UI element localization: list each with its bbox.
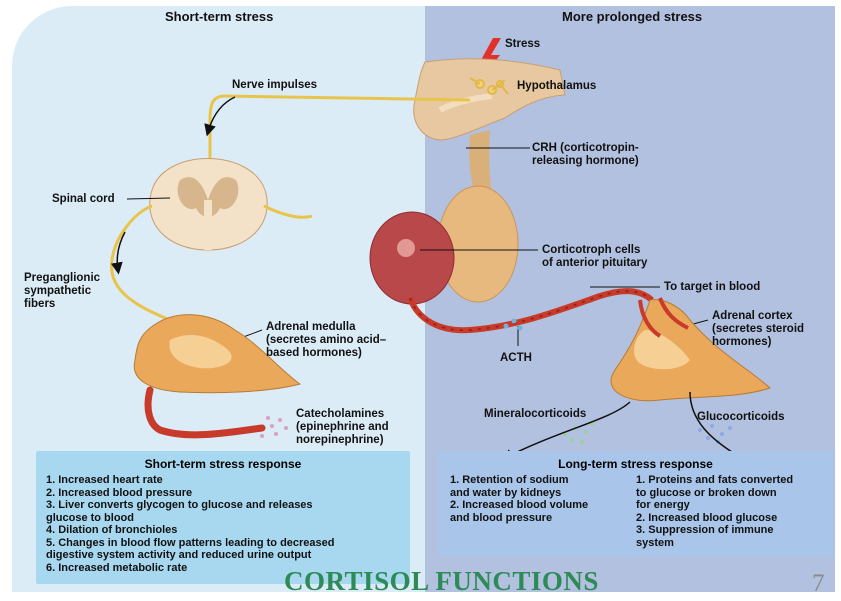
label-mineralocorticoids: Mineralocorticoids xyxy=(484,408,586,421)
list-item: 1. Proteins and fats converted to glucos… xyxy=(636,474,793,512)
list-item: 3. Liver converts glycogen to glucose an… xyxy=(46,499,335,524)
anterior-pituitary xyxy=(370,212,454,304)
spinal-cord-icon xyxy=(150,159,267,251)
label-glucocorticoids: Glucocorticoids xyxy=(697,411,785,424)
label-spinal-cord: Spinal cord xyxy=(52,193,115,206)
list-item: 2. Increased blood volume and blood pres… xyxy=(450,499,588,524)
short-term-response-box: Short-term stress response 1. Increased … xyxy=(36,451,410,584)
label-adrenal-medulla: Adrenal medulla (secretes amino acid– ba… xyxy=(266,321,386,360)
long-term-response-box: Long-term stress response 1. Retention o… xyxy=(438,451,833,556)
list-item: 5. Changes in blood flow patterns leadin… xyxy=(46,537,335,562)
label-catecholamines: Catecholamines (epinephrine and norepine… xyxy=(296,408,389,447)
label-corticotroph-cells: Corticotroph cells of anterior pituitary xyxy=(542,244,647,270)
label-acth: ACTH xyxy=(500,352,532,365)
long-term-response-title: Long-term stress response xyxy=(438,457,833,471)
list-item: 1. Retention of sodium and water by kidn… xyxy=(450,474,588,499)
list-item: 4. Dilation of bronchioles xyxy=(46,524,335,537)
slide-title: CORTISOL FUNCTIONS xyxy=(284,566,599,597)
preganglionic-fiber xyxy=(111,240,170,320)
label-to-target: To target in blood xyxy=(664,281,760,294)
heading-short-term: Short-term stress xyxy=(165,10,273,23)
blood-vessel xyxy=(410,291,652,330)
short-term-response-list: 1. Increased heart rate 2. Increased blo… xyxy=(46,474,335,574)
page-number: 7 xyxy=(812,570,825,598)
list-item: 2. Increased blood pressure xyxy=(46,487,335,500)
list-item: 2. Increased blood glucose xyxy=(636,512,793,525)
label-hypothalamus: Hypothalamus xyxy=(517,80,596,93)
label-stress: Stress xyxy=(505,38,540,51)
list-item: 1. Increased heart rate xyxy=(46,474,335,487)
label-crh: CRH (corticotropin- releasing hormone) xyxy=(532,142,639,168)
mineralocorticoid-molecules-icon xyxy=(563,422,594,444)
list-item: 3. Suppression of immune system xyxy=(636,524,793,549)
label-preganglionic: Preganglionic sympathetic fibers xyxy=(24,272,100,311)
label-adrenal-cortex: Adrenal cortex (secretes steroid hormone… xyxy=(712,310,804,349)
long-term-mineralocorticoid-list: 1. Retention of sodium and water by kidn… xyxy=(450,474,588,524)
long-term-glucocorticoid-list: 1. Proteins and fats converted to glucos… xyxy=(636,474,793,549)
label-nerve-impulses: Nerve impulses xyxy=(232,79,317,92)
short-term-response-title: Short-term stress response xyxy=(36,457,410,471)
heading-prolonged: More prolonged stress xyxy=(562,10,702,23)
